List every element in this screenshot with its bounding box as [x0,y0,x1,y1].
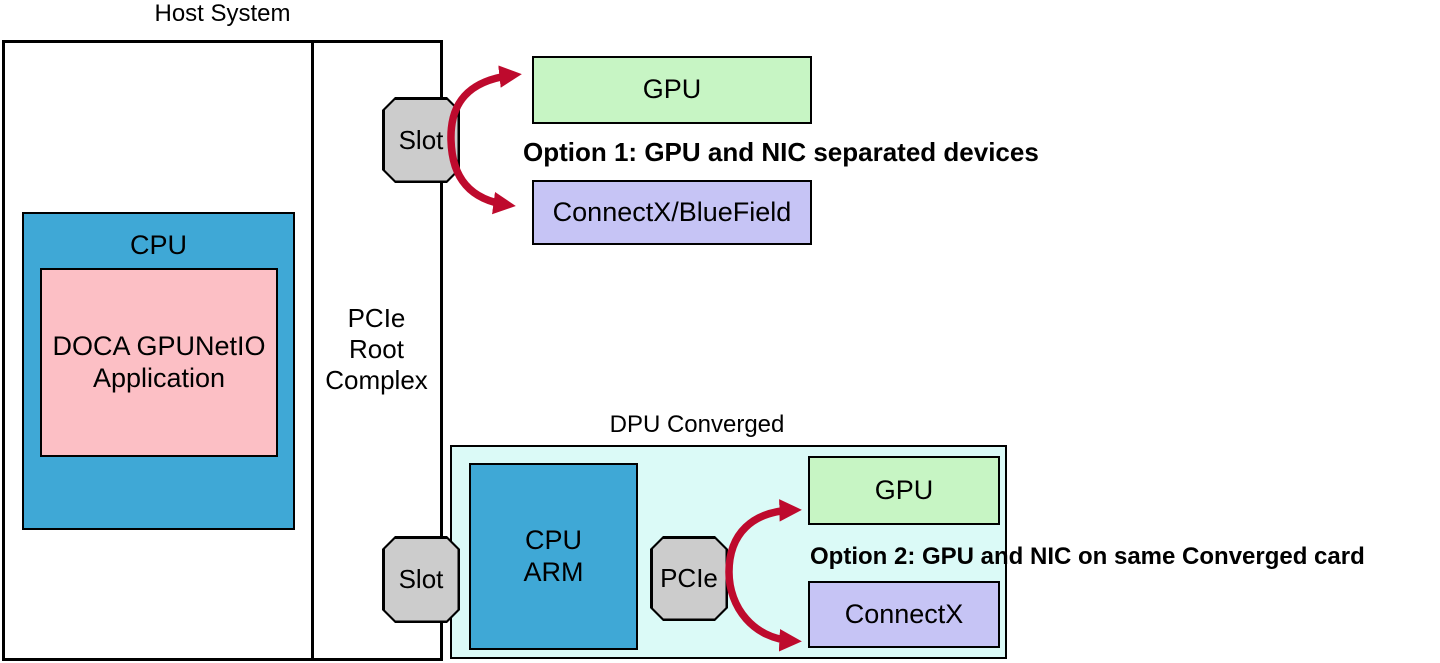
slot-top-label: Slot [385,100,458,181]
dpu-gpu-label: GPU [874,474,934,505]
slot-bottom-label: Slot [385,539,458,621]
cpu-arm-label-line2: ARM [523,556,584,587]
pcie-root-complex-label: PCIe Root Complex [312,303,441,396]
cpu-label: CPU [129,230,187,260]
dpu-converged-title: DPU Converged [609,411,785,438]
option1-connectx-bluefield-label: ConnectX/BlueField [552,196,792,227]
option1-connectx-bluefield-box: ConnectX/BlueField [532,180,812,245]
app-label-line2: Application [92,362,226,393]
dpu-pcie-connector-box: PCIe [650,536,728,621]
option1-caption: Option 1: GPU and NIC separated devices [523,137,1039,167]
dpu-gpu-box: GPU [808,456,1000,525]
pcie-root-complex-line3: Complex [325,365,428,395]
host-system-title: Host System [154,0,291,27]
doca-gpunetio-application-box: DOCA GPUNetIO Application [40,268,278,457]
dpu-connectx-box: ConnectX [808,581,1000,648]
option1-gpu-label: GPU [642,74,702,105]
dpu-pcie-connector-label: PCIe [653,539,726,619]
option2-caption: Option 2: GPU and NIC on same Converged … [810,543,1365,570]
dpu-connectx-label: ConnectX [844,598,964,629]
cpu-arm-box: CPU ARM [469,463,638,650]
pcie-root-complex-line1: PCIe [347,303,406,333]
app-label-line1: DOCA GPUNetIO [52,331,266,362]
option1-gpu-box: GPU [532,56,812,124]
cpu-arm-label-line1: CPU [524,525,582,556]
slot-bottom-box: Slot [382,536,460,623]
pcie-root-complex-line2: Root [349,334,404,364]
host-pcie-divider-line [311,43,314,658]
arrow-slot-to-gpu-and-nic [447,65,522,215]
slot-top-box: Slot [382,97,460,183]
